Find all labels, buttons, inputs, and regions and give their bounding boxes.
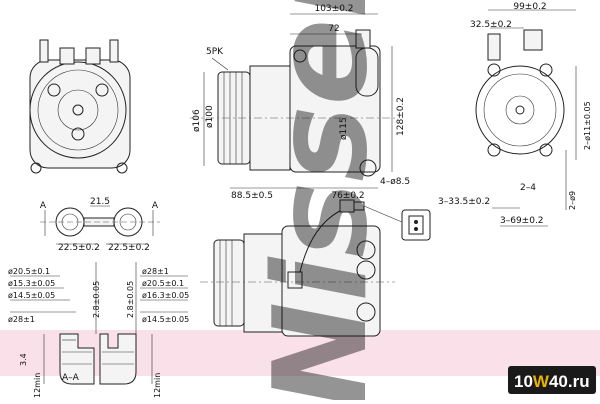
dim-2-11: 2–ø11±0.05 xyxy=(583,101,592,150)
section-mark-a-right: A xyxy=(152,201,159,211)
dim-left-14-5: ø14.5±0.05 xyxy=(8,291,55,300)
dim-12min-left: 12min xyxy=(33,373,42,398)
site-badge: 10W40.ru xyxy=(508,366,596,394)
side-view-top xyxy=(190,13,395,189)
dim-5pk: 5PK xyxy=(206,47,224,57)
dim-left-2-8: 2.8±0.05 xyxy=(92,281,101,318)
badge-prefix: 10 xyxy=(514,372,533,391)
dim-76: 76±0.2 xyxy=(331,191,364,201)
dim-right-20-5: ø20.5±0.1 xyxy=(142,279,184,288)
dim-left-28: ø28±1 xyxy=(8,315,35,324)
dim-right-2-8: 2.8±0.05 xyxy=(126,281,135,318)
rear-view xyxy=(475,9,577,227)
dim-2-4: 2–4 xyxy=(520,183,536,193)
dim-99: 99±0.2 xyxy=(513,2,546,12)
dim-right-14-5: ø14.5±0.05 xyxy=(142,315,189,324)
front-view xyxy=(29,39,131,174)
svg-text:10W40.ru: 10W40.ru xyxy=(514,372,590,391)
dim-22-5-left: 22.5±0.2 xyxy=(58,243,100,253)
dim-4-85: 4–ø8.5 xyxy=(380,177,410,187)
dim-100: ø100 xyxy=(205,105,215,128)
dim-72: 72 xyxy=(328,24,339,34)
dim-21-5: 21.5 xyxy=(90,197,110,207)
badge-suffix: 40.ru xyxy=(549,372,590,391)
dim-right-28: ø28±1 xyxy=(142,267,169,276)
fittings-view xyxy=(40,205,160,245)
dim-115: ø115 xyxy=(339,117,349,140)
dim-128: 128±0.2 xyxy=(396,97,406,136)
section-mark-a-left: A xyxy=(40,201,47,211)
dim-22-5-right: 22.5±0.2 xyxy=(108,243,150,253)
dim-right-16-3: ø16.3±0.05 xyxy=(142,291,189,300)
dim-3-33-5: 3–33.5±0.2 xyxy=(438,197,490,207)
dim-88: 88.5±0.5 xyxy=(231,191,273,201)
badge-highlight: W xyxy=(533,372,550,391)
dim-3-4: 3.4 xyxy=(19,353,28,366)
dim-left-20-5: ø20.5±0.1 xyxy=(8,267,50,276)
dim-left-15-3: ø15.3±0.05 xyxy=(8,279,55,288)
dim-12min-right: 12min xyxy=(153,373,162,398)
dim-32-5: 32.5±0.2 xyxy=(470,20,512,30)
side-view-bottom xyxy=(200,199,431,337)
section-label-a-a: A–A xyxy=(62,373,80,383)
watermark: Nissens xyxy=(247,0,396,400)
dim-3-69: 3–69±0.2 xyxy=(500,216,544,226)
section-aa xyxy=(10,262,188,385)
dim-2-9: 2–ø9 xyxy=(568,191,577,210)
dim-106: ø106 xyxy=(192,109,202,132)
dim-103: 103±0.2 xyxy=(314,4,353,14)
